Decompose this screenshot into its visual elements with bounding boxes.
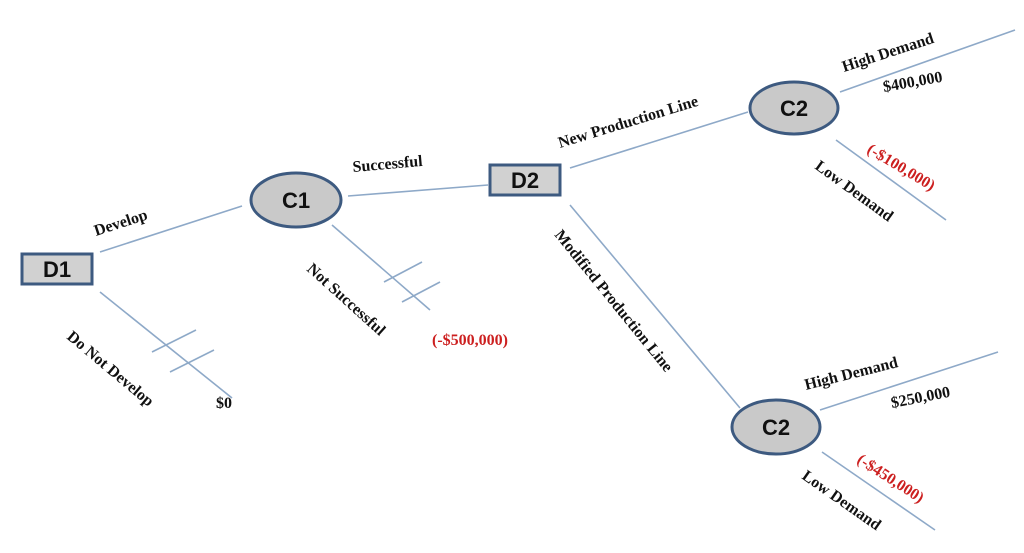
- chance-node-c2-top: C2: [748, 80, 840, 136]
- branch-label-low-demand-bottom: Low Demand: [799, 467, 884, 534]
- prune-mark-not-successful-1: [383, 261, 423, 283]
- edge-high-demand-top: [839, 29, 1016, 93]
- chance-node-c2-bottom: C2: [730, 398, 822, 456]
- payoff-new-high: $400,000: [882, 69, 944, 96]
- branch-label-successful: Successful: [352, 153, 424, 176]
- node-label-d1: D1: [43, 257, 71, 282]
- edge-low-demand-bottom: [821, 451, 936, 531]
- branch-label-low-demand-top: Low Demand: [812, 157, 897, 225]
- chance-node-c1: C1: [249, 171, 343, 229]
- node-label-c2-top: C2: [780, 96, 808, 121]
- edge-new-production-line: [569, 111, 749, 169]
- branch-label-develop: Develop: [92, 207, 150, 240]
- node-label-d2: D2: [511, 168, 539, 193]
- payoff-mod-high: $250,000: [890, 384, 952, 412]
- payoff-not-successful: (-$500,000): [432, 332, 508, 349]
- payoff-do-not-develop: $0: [216, 395, 232, 412]
- prune-mark-do-not-develop-1: [151, 329, 197, 353]
- branch-label-do-not-develop: Do Not Develop: [63, 328, 156, 410]
- edge-low-demand-top: [835, 139, 947, 221]
- edge-high-demand-bottom: [819, 351, 999, 411]
- node-label-c2-bottom: C2: [762, 415, 790, 440]
- branch-label-modified-production-line: Modified Production Line: [551, 227, 676, 376]
- decision-node-d2: D2: [488, 163, 562, 197]
- branch-label-new-production-line: New Production Line: [556, 93, 700, 152]
- prune-mark-do-not-develop-2: [169, 349, 215, 373]
- branch-label-high-demand-top: High Demand: [840, 30, 936, 76]
- edge-successful: [347, 184, 489, 197]
- edge-modified-production-line: [569, 204, 741, 409]
- edge-develop: [99, 205, 243, 253]
- node-label-c1: C1: [282, 188, 310, 213]
- decision-node-d1: D1: [20, 252, 94, 286]
- branch-label-not-successful: Not Successful: [303, 260, 388, 339]
- prune-mark-not-successful-2: [401, 281, 441, 303]
